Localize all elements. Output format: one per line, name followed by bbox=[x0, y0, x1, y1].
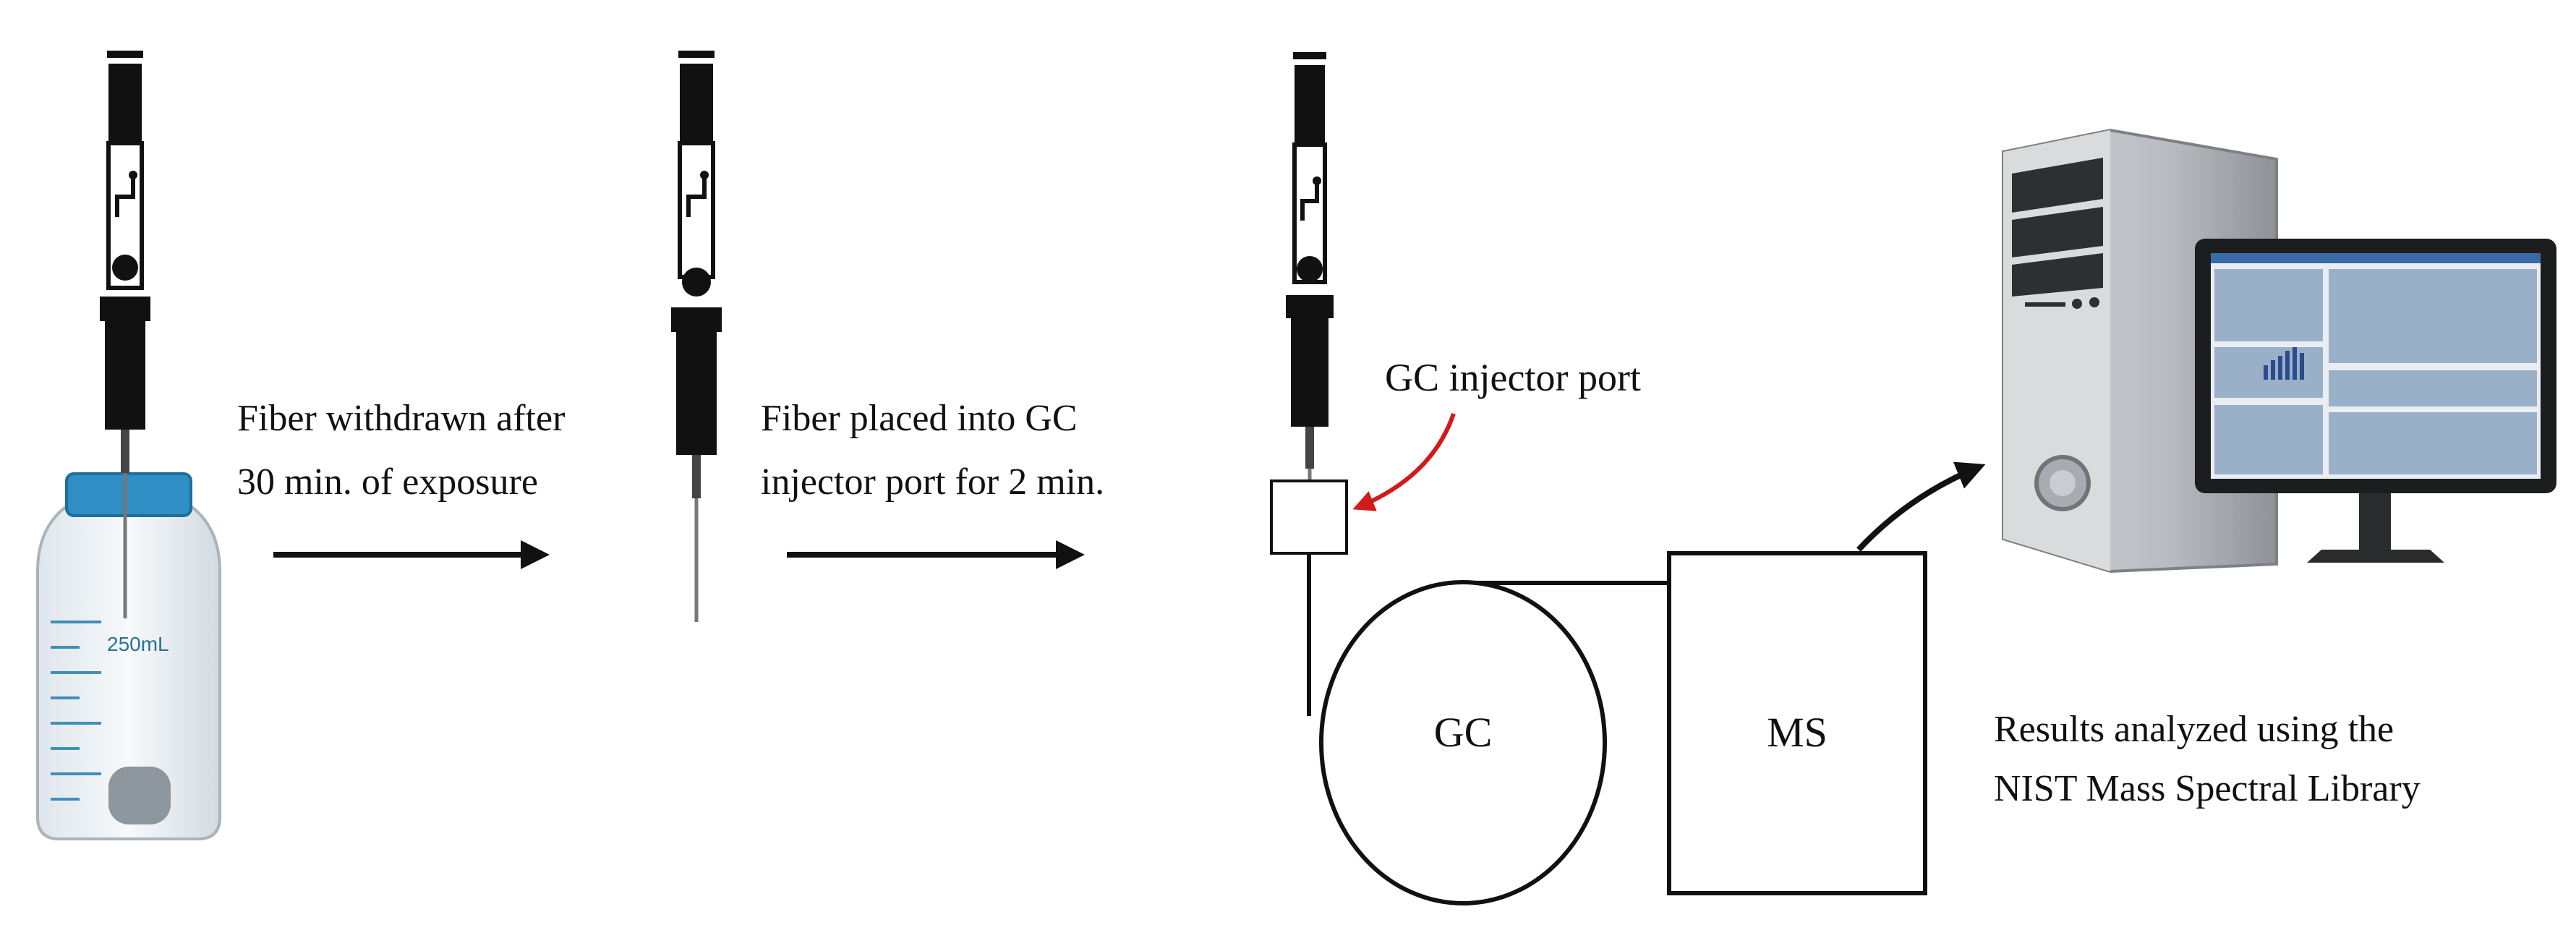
step1-caption: Fiber withdrawn after 30 min. of exposur… bbox=[237, 398, 574, 503]
ms-to-computer-arrow bbox=[1856, 461, 1986, 552]
results-caption-line1: Results analyzed using the bbox=[1994, 709, 2394, 750]
spme-syringe-in-injector-icon bbox=[1286, 52, 1334, 483]
step2-caption: Fiber placed into GC injector port for 2… bbox=[761, 398, 1104, 503]
spme-syringe-in-bottle: 250mL bbox=[36, 51, 221, 840]
bottle-icon: 250mL bbox=[36, 472, 221, 840]
bottle-volume-label: 250mL bbox=[107, 633, 169, 655]
injector-port-box bbox=[1270, 479, 1348, 555]
step2-caption-line1: Fiber placed into GC bbox=[761, 398, 1078, 439]
step2-caption-line2: injector port for 2 min. bbox=[761, 461, 1104, 503]
gc-unit: GC bbox=[1319, 580, 1607, 905]
step1-caption-line2: 30 min. of exposure bbox=[237, 461, 538, 503]
results-caption-line2: NIST Mass Spectral Library bbox=[1994, 768, 2421, 809]
gc-ms-connections bbox=[1307, 553, 1669, 716]
spme-syringe-icon bbox=[100, 51, 150, 618]
step1-caption-line1: Fiber withdrawn after bbox=[237, 398, 565, 439]
ms-label: MS bbox=[1767, 709, 1827, 756]
results-caption: Results analyzed using the NIST Mass Spe… bbox=[1994, 709, 2421, 809]
computer-icon bbox=[2002, 128, 2556, 574]
injector-pointer-arrow bbox=[1352, 413, 1456, 511]
ms-unit: MS bbox=[1667, 551, 1927, 895]
injector-port-label: GC injector port bbox=[1385, 356, 1641, 399]
spme-syringe-withdrawn-icon bbox=[671, 51, 722, 622]
gc-label: GC bbox=[1434, 709, 1493, 756]
